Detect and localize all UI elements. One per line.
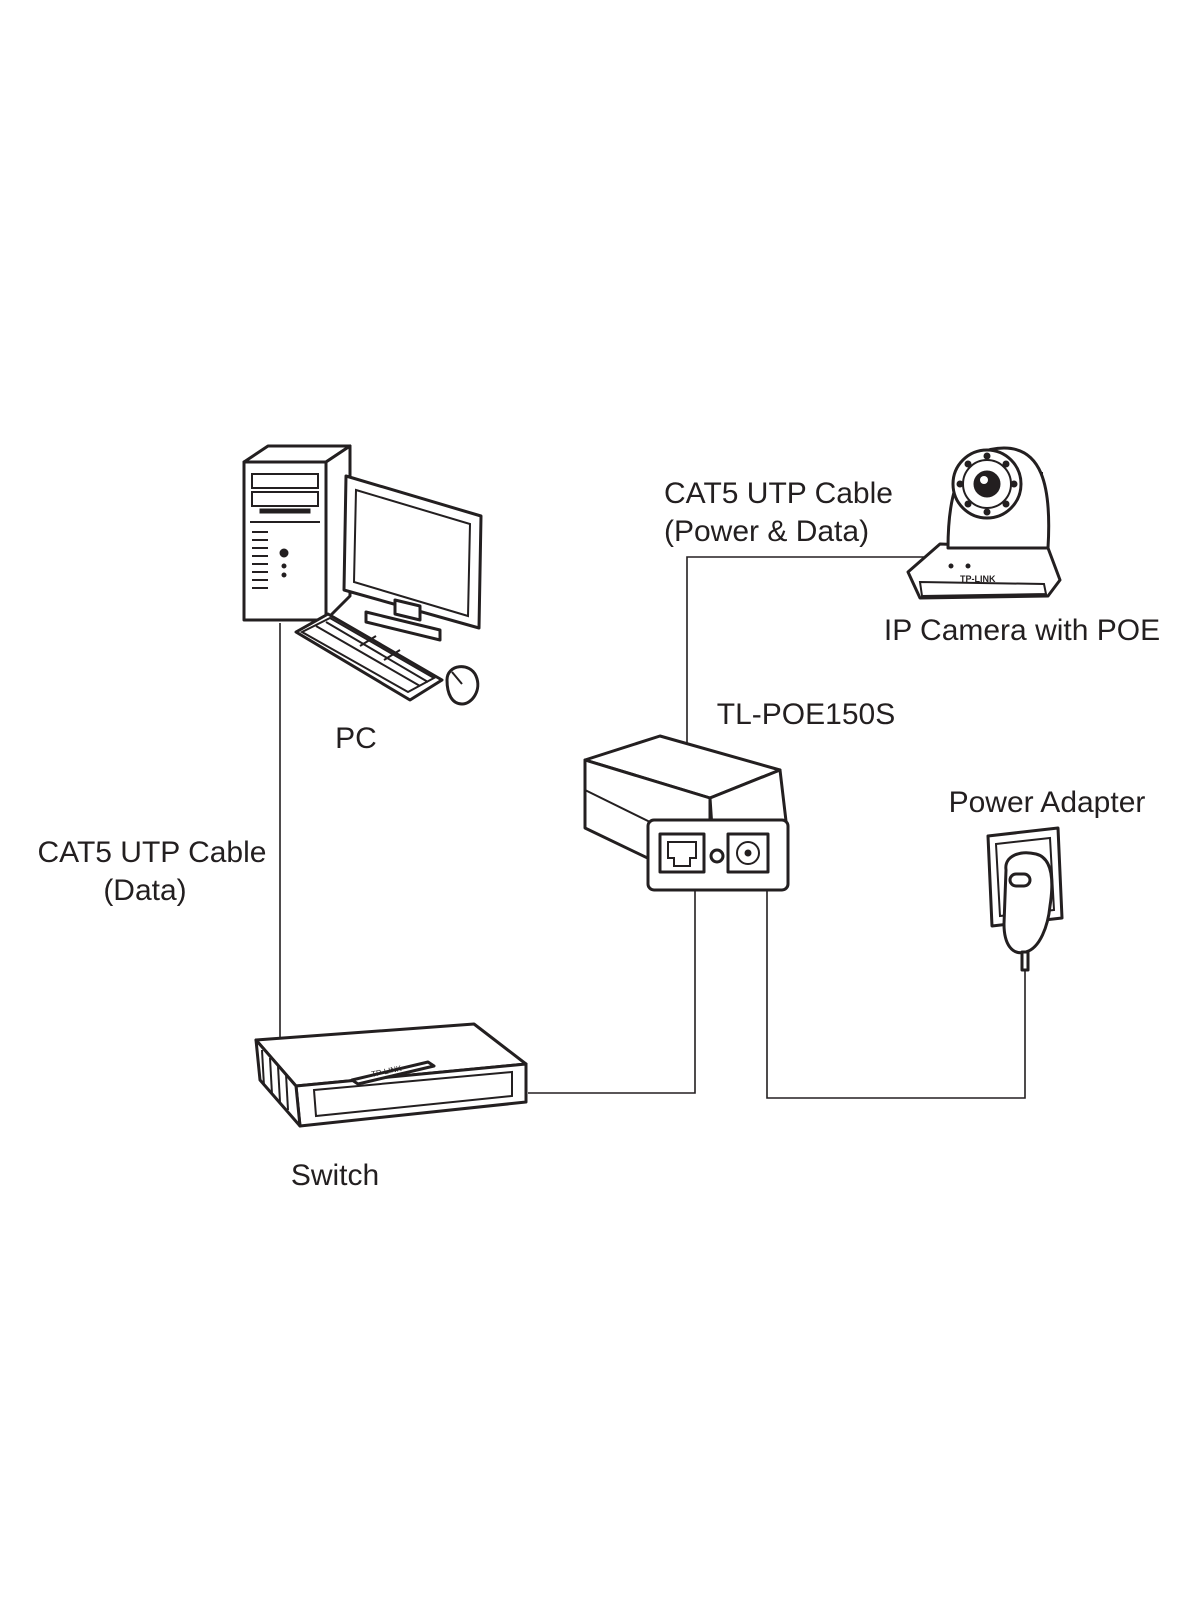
pc-label: PC bbox=[335, 722, 377, 755]
switch-label: Switch bbox=[291, 1159, 379, 1192]
connection-lines bbox=[279, 556, 1026, 1099]
camera-label: IP Camera with POE bbox=[884, 614, 1160, 647]
wire-poe-to-camera bbox=[686, 556, 945, 745]
cable-data-label-line1: CAT5 UTP Cable bbox=[38, 836, 267, 869]
power-button-icon bbox=[279, 548, 289, 558]
pc-monitor-icon bbox=[342, 474, 483, 642]
poe-injector-icon bbox=[583, 734, 790, 892]
pc-tower-icon bbox=[242, 444, 352, 622]
cable-data-label: CAT5 UTP Cable (Data) bbox=[38, 836, 267, 907]
power-adapter-icon bbox=[986, 826, 1064, 972]
keyboard-icon bbox=[294, 612, 444, 702]
camera-ir-leds bbox=[956, 452, 1018, 516]
mouse-icon bbox=[445, 665, 480, 706]
cable-power-label-line2: (Power & Data) bbox=[664, 515, 869, 548]
switch-logo-plate bbox=[350, 1060, 436, 1086]
power-adapter-label: Power Adapter bbox=[949, 786, 1146, 819]
cable-power-label-line1: CAT5 UTP Cable bbox=[664, 477, 893, 510]
poe-device-label: TL-POE150S bbox=[717, 698, 895, 731]
pc-vent-lines bbox=[252, 531, 268, 589]
camera-brand-mark: TP-LINK bbox=[960, 574, 996, 584]
ip-camera-icon: TP-LINK bbox=[906, 446, 1062, 600]
wire-adapter-to-poe bbox=[766, 880, 1026, 1099]
network-switch-icon: TP-LINK bbox=[254, 1022, 528, 1128]
led-indicator-icon bbox=[709, 848, 725, 864]
cable-data-label-line2: (Data) bbox=[103, 874, 186, 907]
dc-power-jack-icon bbox=[726, 832, 770, 874]
wire-switch-to-poe bbox=[528, 880, 696, 1094]
rj45-port-icon bbox=[658, 832, 706, 874]
cable-power-label: CAT5 UTP Cable (Power & Data) bbox=[664, 477, 893, 548]
